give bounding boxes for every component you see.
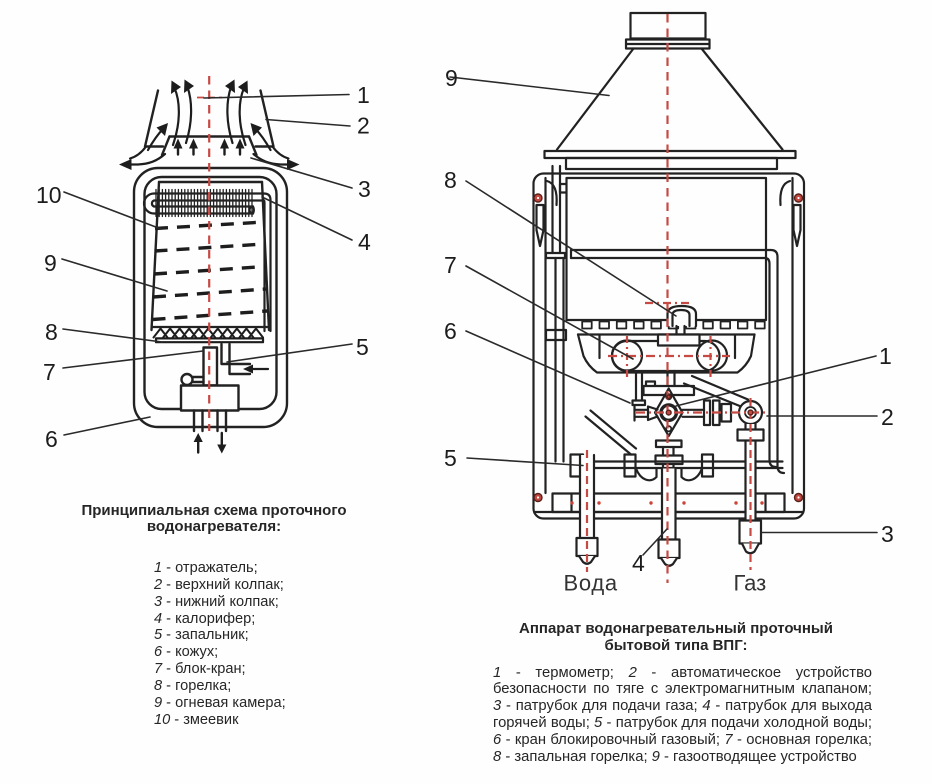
svg-text:3: 3 <box>881 521 894 547</box>
svg-text:3: 3 <box>358 176 371 202</box>
svg-text:9: 9 <box>44 250 57 276</box>
svg-text:2: 2 <box>357 113 370 139</box>
svg-text:1: 1 <box>357 82 370 108</box>
svg-text:6: 6 <box>444 318 457 344</box>
svg-text:5: 5 <box>444 445 457 471</box>
svg-text:Газ: Газ <box>734 571 767 596</box>
svg-text:5: 5 <box>356 334 369 360</box>
svg-text:8: 8 <box>45 319 58 345</box>
svg-text:4: 4 <box>358 229 371 255</box>
svg-text:10: 10 <box>36 182 62 208</box>
svg-text:2: 2 <box>881 404 894 430</box>
svg-text:4: 4 <box>632 550 645 576</box>
svg-text:Вода: Вода <box>564 571 618 596</box>
svg-text:7: 7 <box>43 359 56 385</box>
svg-text:9: 9 <box>445 65 458 91</box>
svg-text:8: 8 <box>444 167 457 193</box>
svg-text:7: 7 <box>444 252 457 278</box>
svg-text:1: 1 <box>879 343 892 369</box>
svg-text:6: 6 <box>45 426 58 452</box>
